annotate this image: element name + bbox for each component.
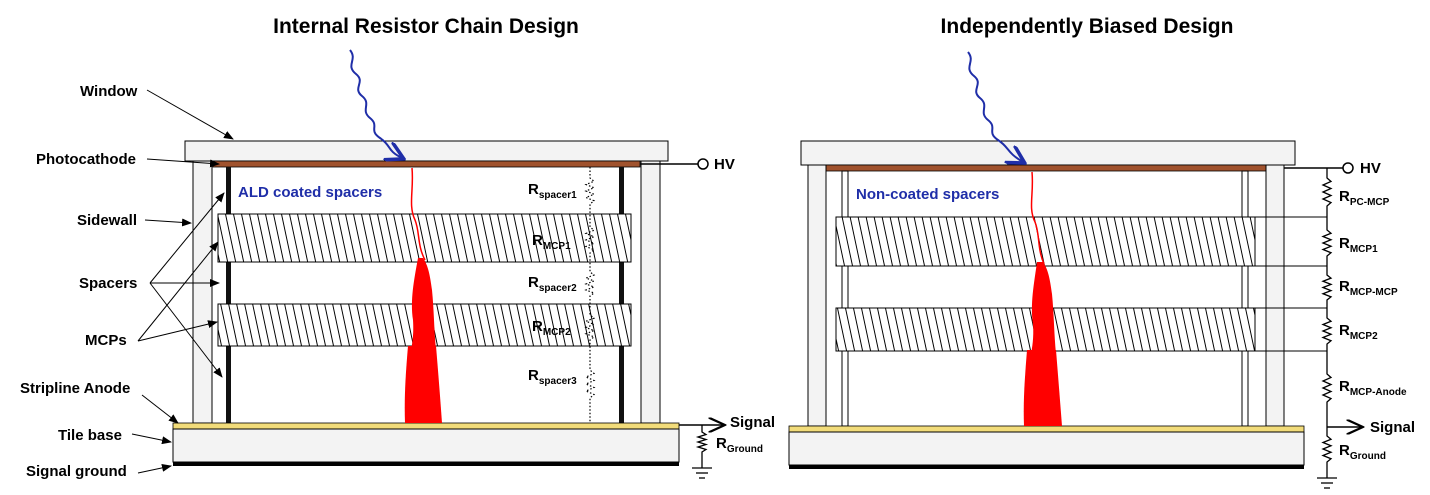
left-ground-resistor <box>695 425 709 468</box>
left-tile-base <box>172 428 680 463</box>
left-leader-lines <box>131 89 234 474</box>
left-stripline-anode <box>172 422 680 430</box>
left-signal-label: Signal <box>730 414 775 431</box>
left-spacer-right <box>619 167 624 423</box>
right-electron-cloud-1 <box>1031 262 1056 354</box>
right-mcp1-channels <box>836 217 1255 266</box>
right-ground-symbol <box>1317 477 1337 489</box>
right-sidewall-left <box>807 164 827 427</box>
left-electron-track <box>410 167 426 261</box>
left-electron-cloud-1 <box>411 258 436 350</box>
label-sidewall: Sidewall <box>77 212 137 229</box>
left-r-spacer1: Rspacer1 <box>528 181 577 201</box>
left-electron-cloud-2 <box>404 346 442 423</box>
right-resistor-chain <box>1321 168 1333 478</box>
label-mcps: MCPs <box>85 332 127 349</box>
left-mcp1-channels <box>218 214 631 262</box>
left-r-ground: RGround <box>716 435 763 455</box>
left-r-spacer3: Rspacer3 <box>528 367 577 387</box>
right-electron-cloud-2 <box>1023 350 1062 426</box>
left-r-spacer2: Rspacer2 <box>528 274 577 294</box>
right-spacer-right <box>1241 170 1249 427</box>
left-resistor-chain <box>584 167 596 423</box>
right-window <box>800 140 1296 166</box>
left-hv-terminal <box>697 158 709 170</box>
right-title: Independently Biased Design <box>941 15 1234 38</box>
left-photocathode <box>212 160 641 168</box>
left-window <box>184 140 669 162</box>
right-electron-track <box>1030 171 1045 265</box>
left-signal-ground <box>173 462 679 466</box>
right-r-pc-mcp: RPC-MCP <box>1339 188 1390 208</box>
left-spacer-left <box>226 167 231 423</box>
left-hv-label: HV <box>714 156 735 173</box>
left-diagram: Internal Resistor Chain Design HV <box>20 15 775 480</box>
right-r-mcp1: RMCP1 <box>1339 235 1378 255</box>
label-tile-base: Tile base <box>58 427 122 444</box>
right-hv-terminal <box>1342 162 1354 174</box>
right-r-ground: RGround <box>1339 442 1386 462</box>
left-photon-arrow <box>349 49 402 158</box>
left-sidewall-right <box>640 160 661 424</box>
left-r-mcp1: RMCP1 <box>532 232 571 252</box>
right-diagram: Independently Biased Design HV Signal <box>788 15 1415 489</box>
right-spacer-note: Non-coated spacers <box>856 186 999 203</box>
right-r-mcp2: RMCP2 <box>1339 322 1378 342</box>
right-tile-base <box>788 431 1305 466</box>
left-ground-symbol <box>692 467 712 479</box>
label-spacers: Spacers <box>79 275 137 292</box>
right-hv-label: HV <box>1360 160 1381 177</box>
label-stripline-anode: Stripline Anode <box>20 380 130 397</box>
right-sidewall-right <box>1265 164 1285 427</box>
label-photocathode: Photocathode <box>36 151 136 168</box>
right-signal-label: Signal <box>1370 419 1415 436</box>
right-photocathode <box>825 164 1269 172</box>
label-signal-ground: Signal ground <box>26 463 127 480</box>
left-sidewall-left <box>192 160 213 424</box>
right-stripline-anode <box>788 425 1305 433</box>
left-r-mcp2: RMCP2 <box>532 318 571 338</box>
right-r-mcp-mcp: RMCP-MCP <box>1339 278 1398 298</box>
label-window: Window <box>80 83 138 100</box>
right-signal-ground <box>789 465 1304 469</box>
right-photon-arrow <box>967 51 1023 162</box>
left-spacer-note: ALD coated spacers <box>238 184 382 201</box>
right-r-mcp-anode: RMCP-Anode <box>1339 378 1407 398</box>
left-title: Internal Resistor Chain Design <box>273 15 579 38</box>
right-spacer-left <box>841 170 849 427</box>
